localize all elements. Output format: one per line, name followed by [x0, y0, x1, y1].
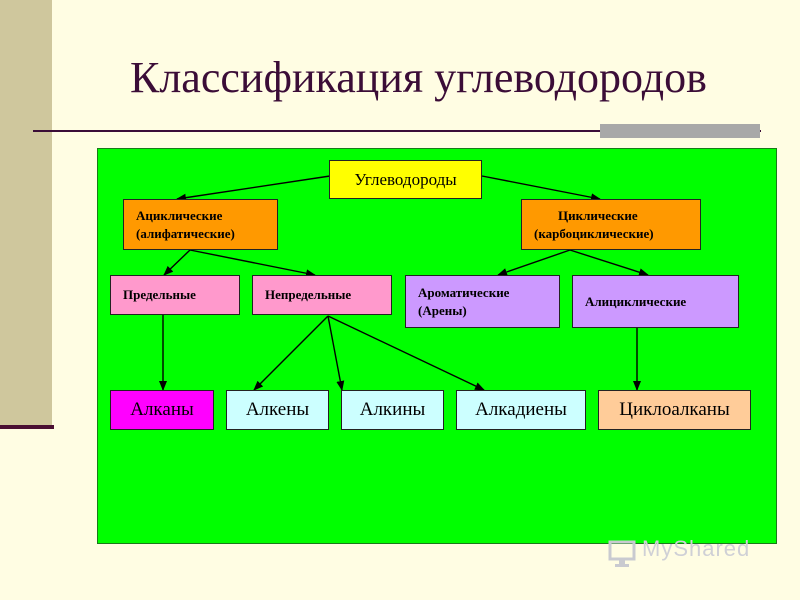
node-alkanes-label: Алканы: [130, 399, 194, 420]
node-cyclic-label-1: Циклические: [558, 207, 638, 223]
node-alkadienes: Алкадиены: [456, 390, 586, 430]
node-acyclic-label-1: Ациклические: [136, 207, 223, 223]
node-cycloalkanes-label: Циклоалканы: [619, 399, 730, 420]
node-alicyclic: Алициклические: [572, 275, 739, 328]
slide-title: Классификация углеводородов: [130, 53, 707, 102]
left-decor-line: [0, 425, 54, 429]
node-alkanes: Алканы: [110, 390, 214, 430]
node-acyclic-label-2: (алифатические): [136, 225, 235, 241]
node-acyclic: Ациклические (алифатические): [123, 199, 278, 250]
node-hydrocarbons: Углеводороды: [329, 160, 482, 199]
watermark-logo: MyShared: [642, 536, 750, 562]
monitor-icon: [608, 540, 636, 567]
title-underline: [33, 130, 761, 132]
node-alkynes-label: Алкины: [359, 399, 426, 420]
left-decor-band: [0, 0, 52, 427]
node-unsaturated-label: Непредельные: [265, 287, 352, 302]
node-aromatic-label-2: (Арены): [418, 302, 467, 318]
title-underline-accent: [600, 124, 760, 138]
node-hydrocarbons-label: Углеводороды: [354, 169, 457, 189]
node-alkynes: Алкины: [341, 390, 444, 430]
node-alkenes: Алкены: [226, 390, 329, 430]
node-aromatic-label-1: Ароматические: [418, 284, 510, 300]
node-saturated-label: Предельные: [123, 287, 196, 302]
node-aromatic: Ароматические (Арены): [405, 275, 560, 328]
node-cycloalkanes: Циклоалканы: [598, 390, 751, 430]
node-cyclic-label-2: (карбоциклические): [534, 225, 654, 241]
node-saturated: Предельные: [110, 275, 240, 315]
node-cyclic: Циклические (карбоциклические): [521, 199, 701, 250]
node-alkadienes-label: Алкадиены: [475, 399, 567, 420]
node-unsaturated: Непредельные: [252, 275, 392, 315]
node-alkenes-label: Алкены: [245, 399, 310, 420]
node-alicyclic-label: Алициклические: [585, 293, 687, 309]
watermark-text: MyShared: [642, 536, 751, 561]
